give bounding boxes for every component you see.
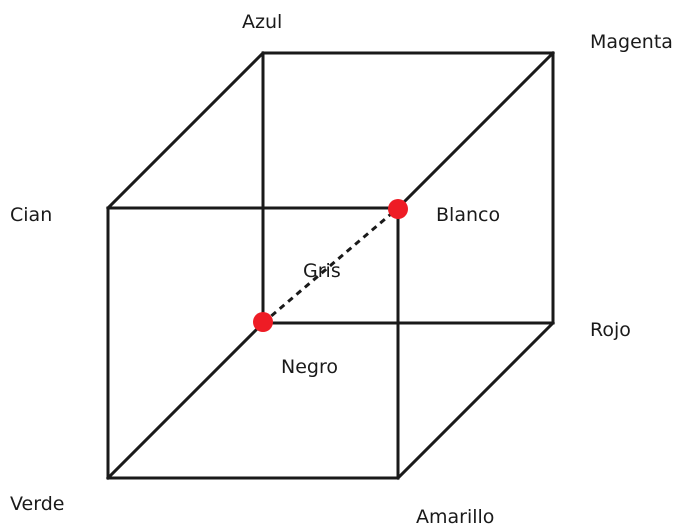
label-blanco: Blanco	[436, 204, 500, 226]
negro-point	[253, 312, 273, 332]
edge-rojo-amarillo	[395, 320, 556, 481]
label-amarillo: Amarillo	[416, 506, 494, 528]
label-verde: Verde	[10, 493, 64, 515]
label-negro: Negro	[281, 356, 338, 378]
blanco-point	[388, 199, 408, 219]
label-gris: Gris	[303, 260, 341, 282]
edge-azul-cian	[105, 50, 266, 211]
edge-negro-verde	[105, 320, 266, 481]
label-rojo: Rojo	[590, 319, 631, 341]
gray-diagonal-dashed-line	[262, 206, 399, 325]
label-magenta: Magenta	[590, 31, 673, 53]
edge-magenta-blanco	[395, 50, 556, 211]
label-cian: Cian	[10, 204, 52, 226]
label-azul: Azul	[242, 11, 282, 33]
